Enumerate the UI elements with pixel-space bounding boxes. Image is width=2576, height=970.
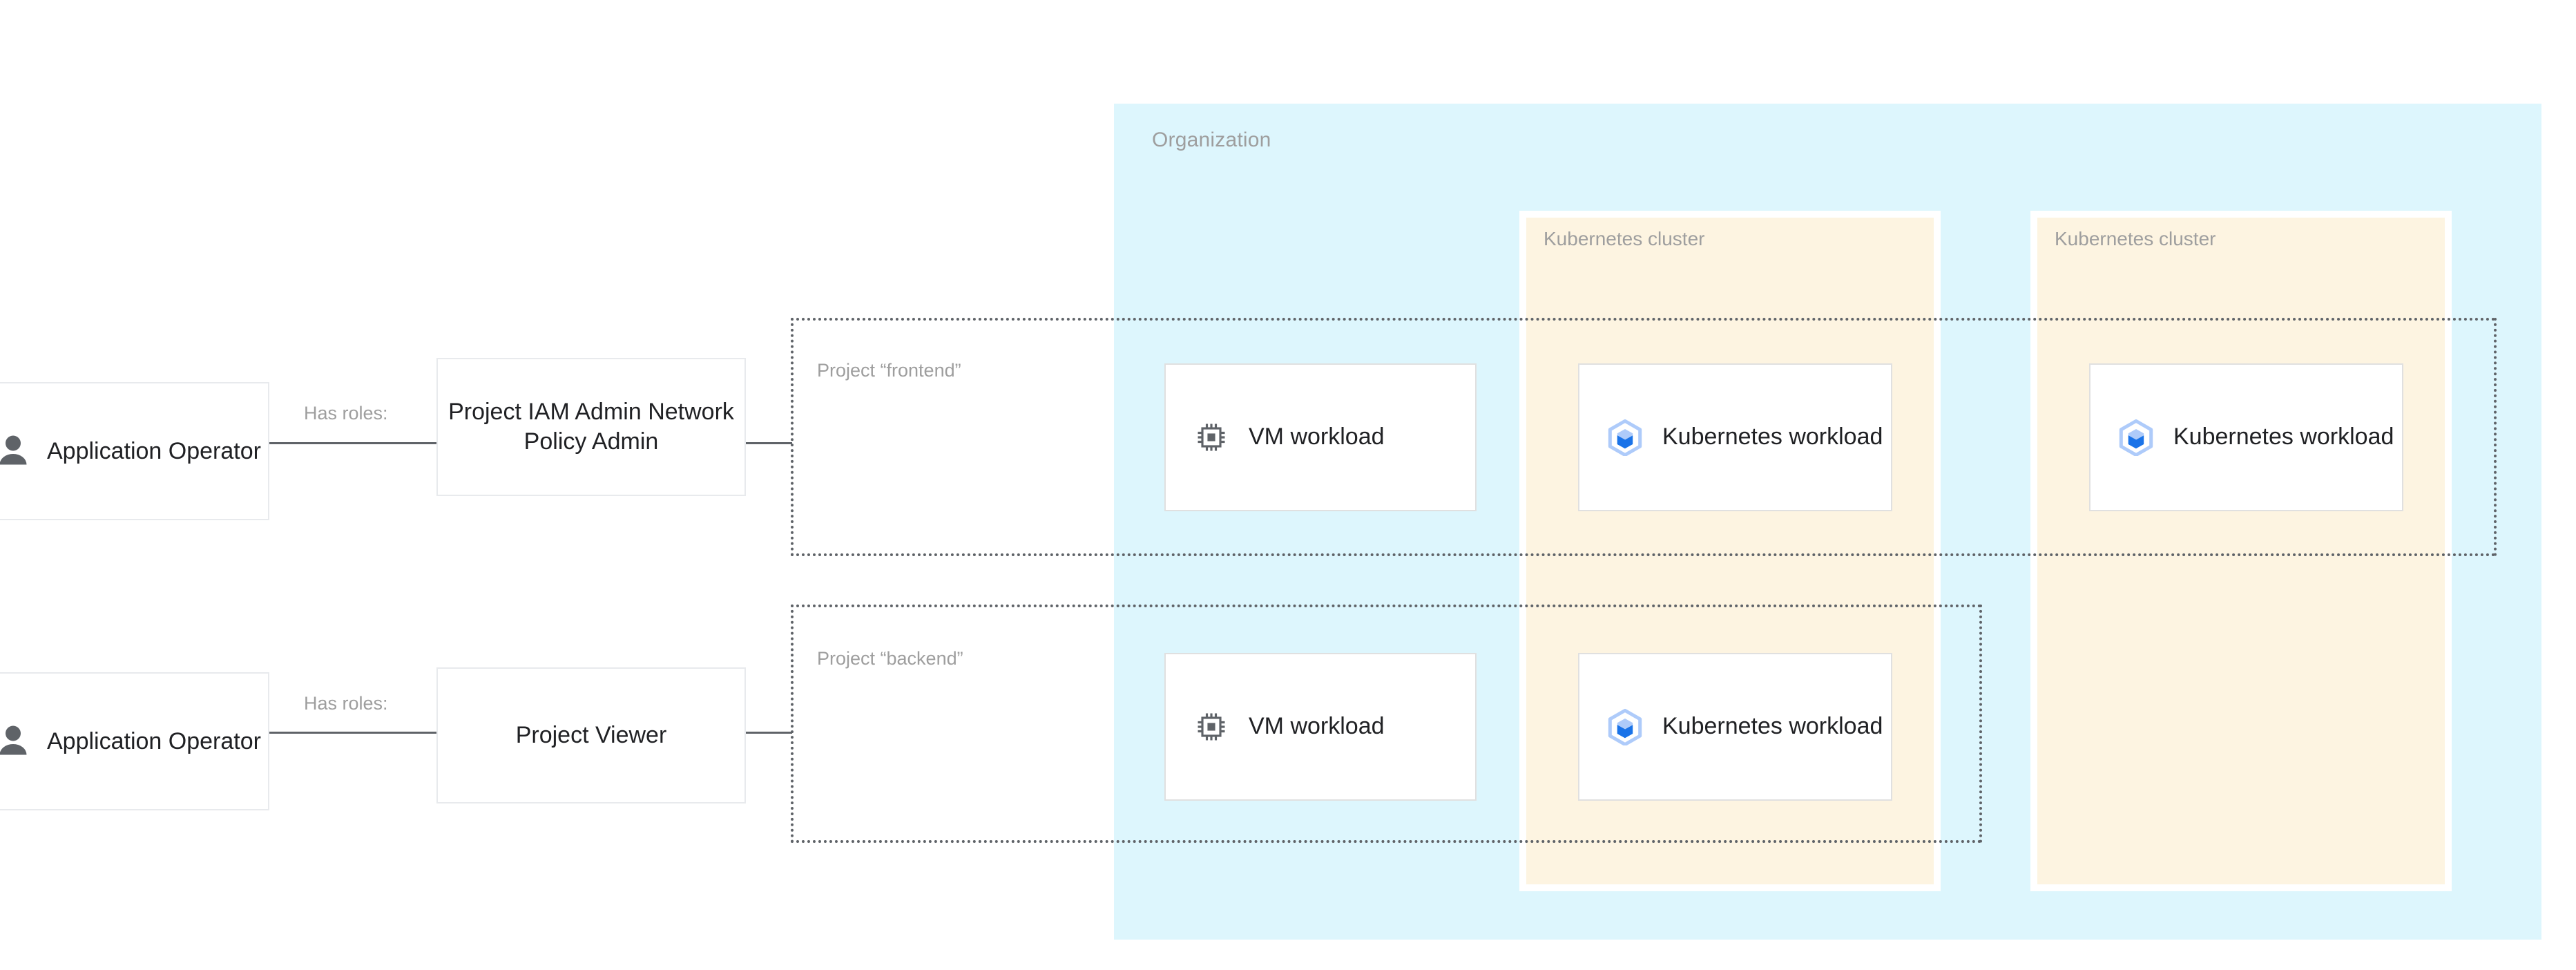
kubernetes-icon (1606, 707, 1644, 746)
organization-label: Organization (1152, 129, 1271, 151)
kubernetes-icon (2117, 418, 2155, 457)
workload-label-k8s-frontend-2: Kubernetes workload (2173, 424, 2394, 450)
project-boundary-backend (791, 605, 1982, 843)
person-icon (0, 432, 32, 470)
connector-role-to-project-frontend (746, 442, 792, 444)
kubernetes-cluster-label-1: Kubernetes cluster (1544, 228, 1705, 249)
kubernetes-cluster-container-2 (2030, 211, 2452, 891)
workload-label-k8s-frontend-1: Kubernetes workload (1662, 424, 1883, 450)
project-boundary-frontend (791, 318, 2497, 556)
has-roles-label-1: Has roles: (304, 403, 388, 424)
workload-card-k8s-backend-1[interactable]: Kubernetes workload (1578, 653, 1892, 801)
actor-label-1: Application Operator (47, 437, 261, 464)
workload-card-vm-frontend[interactable]: VM workload (1164, 363, 1477, 511)
cpu-chip-icon (1192, 707, 1231, 746)
role-card-2[interactable]: Project Viewer (436, 667, 746, 803)
cpu-chip-icon (1192, 418, 1231, 457)
workload-card-k8s-frontend-2[interactable]: Kubernetes workload (2089, 363, 2403, 511)
connector-operator-to-role-1 (269, 442, 436, 444)
project-label-frontend: Project “frontend” (817, 360, 961, 381)
kubernetes-icon (1606, 418, 1644, 457)
workload-label-vm-backend: VM workload (1249, 713, 1385, 740)
actor-label-2: Application Operator (47, 728, 261, 754)
role-label-2: Project Viewer (515, 721, 667, 748)
project-label-backend: Project “backend” (817, 648, 963, 669)
has-roles-label-2: Has roles: (304, 693, 388, 714)
connector-role-to-project-backend (746, 732, 792, 734)
workload-label-vm-frontend: VM workload (1249, 424, 1385, 450)
actor-card-application-operator-2[interactable]: Application Operator (0, 672, 269, 810)
connector-operator-to-role-2 (269, 732, 436, 734)
role-label-1: Project IAM Admin Network Policy Admin (448, 398, 734, 455)
workload-label-k8s-backend-1: Kubernetes workload (1662, 713, 1883, 740)
role-card-1[interactable]: Project IAM Admin Network Policy Admin (436, 358, 746, 496)
actor-card-application-operator-1[interactable]: Application Operator (0, 382, 269, 520)
workload-card-k8s-frontend-1[interactable]: Kubernetes workload (1578, 363, 1892, 511)
kubernetes-cluster-label-2: Kubernetes cluster (2055, 228, 2216, 249)
person-icon (0, 723, 32, 760)
workload-card-vm-backend[interactable]: VM workload (1164, 653, 1477, 801)
